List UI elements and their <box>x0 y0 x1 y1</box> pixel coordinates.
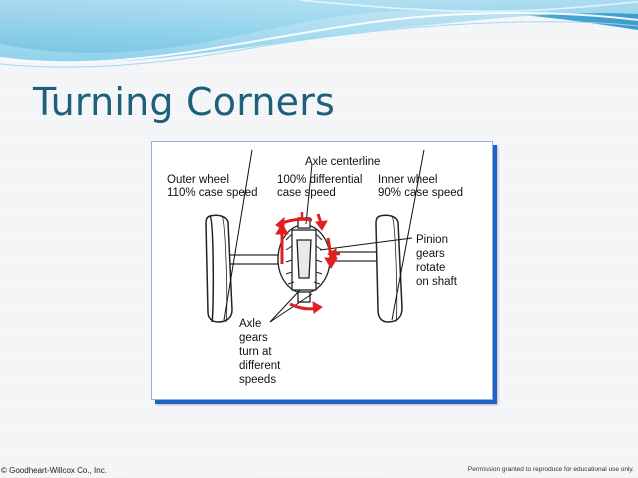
label-differential-pct: 100% differential <box>277 174 363 186</box>
differential-diagram-frame: Outer wheel 110% case speed Axle centerl… <box>151 141 493 400</box>
rotation-arrows <box>275 212 340 314</box>
label-pinion-3: rotate <box>416 262 446 274</box>
label-inner-wheel: Inner wheel <box>378 174 438 186</box>
banner-wave-line2 <box>0 21 638 68</box>
banner-wave-highlight <box>0 12 638 64</box>
top-banner-waves <box>0 0 638 68</box>
label-case-speed: case speed <box>277 187 336 199</box>
label-inner-speed: 90% case speed <box>378 187 464 199</box>
label-axle-gears-2: gears <box>239 332 268 344</box>
outer-wheel <box>205 214 233 323</box>
copyright-footer: © Goodheart-Willcox Co., Inc. <box>1 466 107 475</box>
inner-wheel <box>375 214 403 323</box>
differential-diagram <box>205 149 425 323</box>
label-outer-speed: 110% case speed <box>167 187 258 199</box>
label-axle-gears-3: turn at <box>239 346 272 358</box>
leader-lines <box>223 149 425 323</box>
permission-footer: Permission granted to reproduce for educ… <box>467 466 634 473</box>
label-pinion-1: Pinion <box>416 234 448 246</box>
label-pinion-2: gears <box>416 248 445 260</box>
label-axle-gears-4: different <box>239 360 281 372</box>
slide-title: Turning Corners <box>33 80 336 124</box>
label-axle-gears-1: Axle <box>239 318 262 330</box>
differential-case <box>277 217 331 303</box>
label-axle-gears-5: speeds <box>239 374 277 386</box>
label-axle-centerline: Axle centerline <box>305 156 381 168</box>
label-pinion-4: on shaft <box>416 276 457 288</box>
banner-wave-line3 <box>299 0 638 12</box>
label-outer-wheel: Outer wheel <box>167 174 230 186</box>
